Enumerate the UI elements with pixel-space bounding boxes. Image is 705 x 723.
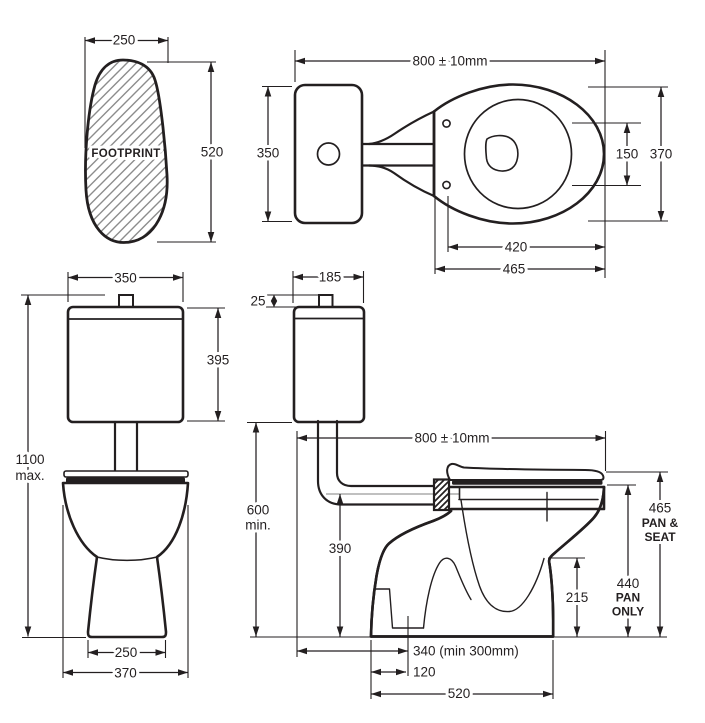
seat-opening-top-view <box>463 98 573 210</box>
dim-label-side-step-height: 215 <box>566 590 589 605</box>
dim-side-pan-only-height: 440 PAN ONLY <box>607 484 647 637</box>
seat-hinge-hole-bottom <box>442 180 451 190</box>
pan-top-view <box>432 83 606 225</box>
footprint-view: 250 520 FOOTPRINT <box>84 30 226 244</box>
footprint-outline <box>84 58 169 244</box>
side-view: 185 25 800 ± 10mm 600 min. 390 215 <box>242 267 682 705</box>
pan-wings-top-view <box>367 110 436 198</box>
dim-label-top-pan-width: 370 <box>650 147 673 162</box>
flush-button-top-view <box>316 142 341 166</box>
dim-label-top-seat-fixing: 420 <box>505 240 528 255</box>
cistern-side-view <box>292 305 366 424</box>
dim-front-overall-height: 1100 max. <box>12 294 105 639</box>
dim-side-base-depth: 520 <box>370 640 554 704</box>
dim-label-base-depth: 520 <box>448 686 471 701</box>
dim-side-overall-length: 800 ± 10mm <box>296 428 607 657</box>
dim-label-top-pan-length: 465 <box>503 262 526 277</box>
bowl-pedestal-junction-front <box>96 556 158 562</box>
dim-label-outlet-offset: 120 <box>413 665 436 680</box>
dim-label-front-cistern-width: 350 <box>114 271 137 286</box>
dim-label-footprint-depth: 520 <box>201 145 224 160</box>
top-view: 800 ± 10mm 350 150 370 420 465 <box>254 50 675 280</box>
dim-label-front-overall-height-qualifier: max. <box>15 468 44 483</box>
dim-top-cistern-width: 350 <box>254 85 292 223</box>
dim-label-top-cistern-width: 350 <box>257 146 280 161</box>
dim-front-base-width: 250 <box>87 640 167 663</box>
dim-side-cistern-depth: 185 <box>292 267 365 303</box>
dim-label-top-overall-length: 800 ± 10mm <box>413 54 488 69</box>
dim-side-pan-seat-height: 465 PAN & SEAT <box>606 471 682 637</box>
dim-label-front-base-width: 250 <box>115 645 138 660</box>
seat-side-view <box>452 480 603 485</box>
dim-side-inlet-height: 390 <box>326 494 354 637</box>
dim-side-button-height: 25 <box>247 291 321 312</box>
dim-label-pan-only-value: 440 <box>617 576 640 591</box>
water-area-top-view <box>484 134 519 172</box>
dim-label-outlet-setout: 340 (min 300mm) <box>413 644 519 659</box>
dim-footprint-depth: 520 <box>147 61 226 243</box>
dim-side-min-height: 600 min. <box>242 421 292 637</box>
pan-back-outline-side <box>369 509 453 638</box>
dim-label-front-pan-width: 370 <box>114 666 137 681</box>
dim-label-side-min-height-qualifier: min. <box>245 518 271 533</box>
dim-label-footprint-width: 250 <box>113 33 136 48</box>
seat-hinge-hole-top <box>442 119 451 128</box>
flush-button-front-view <box>118 294 134 308</box>
seat-lid-side-view <box>446 462 605 481</box>
dim-footprint-width: 250 <box>84 30 169 148</box>
dim-label-pan-seat-value: 465 <box>649 501 672 516</box>
flush-pipe-front-view <box>113 420 139 473</box>
dim-top-pan-length: 465 <box>434 198 605 280</box>
footprint-label: FOOTPRINT <box>91 148 160 160</box>
dim-label-side-overall-length: 800 ± 10mm <box>415 431 490 446</box>
dim-label-side-inlet-height: 390 <box>329 541 352 556</box>
flush-pipe-top-view <box>360 142 436 167</box>
dim-label-pan-seat-line1: PAN & <box>642 516 679 530</box>
pan-side-view <box>369 485 606 638</box>
dim-label-pan-only-line2: ONLY <box>612 605 644 619</box>
dim-top-bowl-width: 150 <box>572 122 641 187</box>
dim-label-front-cistern-height: 395 <box>207 353 230 368</box>
dim-label-top-bowl-width: 150 <box>616 147 639 162</box>
dim-side-outlet-offset: 120 <box>371 662 439 683</box>
dim-side-outlet-setout: 340 (min 300mm) <box>297 641 522 662</box>
dim-front-cistern-height: 395 <box>187 307 232 422</box>
pan-rim-underside <box>458 487 599 501</box>
pan-outline-side <box>547 485 606 638</box>
front-view: 350 395 1100 max. 250 370 <box>12 268 232 684</box>
dim-label-side-min-height-value: 600 <box>247 503 270 518</box>
dim-top-seat-fixing: 420 <box>447 196 605 258</box>
dim-label-front-overall-height-value: 1100 <box>15 452 44 467</box>
dim-label-side-cistern-depth: 185 <box>319 270 342 285</box>
dim-label-side-button-height: 25 <box>250 294 265 309</box>
dim-top-overall-length: 800 ± 10mm <box>294 50 606 278</box>
seat-front-view <box>66 477 185 483</box>
inlet-connector <box>432 478 451 512</box>
dim-top-pan-width: 370 <box>588 86 675 222</box>
dim-front-cistern-width: 350 <box>67 268 184 302</box>
cistern-front-view <box>66 305 185 424</box>
flush-button-side-view <box>318 294 334 308</box>
dim-side-step-height: 215 <box>548 557 591 637</box>
trap-weir-side <box>422 557 472 629</box>
seat-lid-front-view <box>63 470 189 478</box>
dim-label-pan-only-line1: PAN <box>616 591 640 605</box>
dim-label-pan-seat-line2: SEAT <box>644 530 676 544</box>
bowl-inner-side <box>460 499 545 613</box>
dim-front-pan-width: 370 <box>62 505 189 684</box>
